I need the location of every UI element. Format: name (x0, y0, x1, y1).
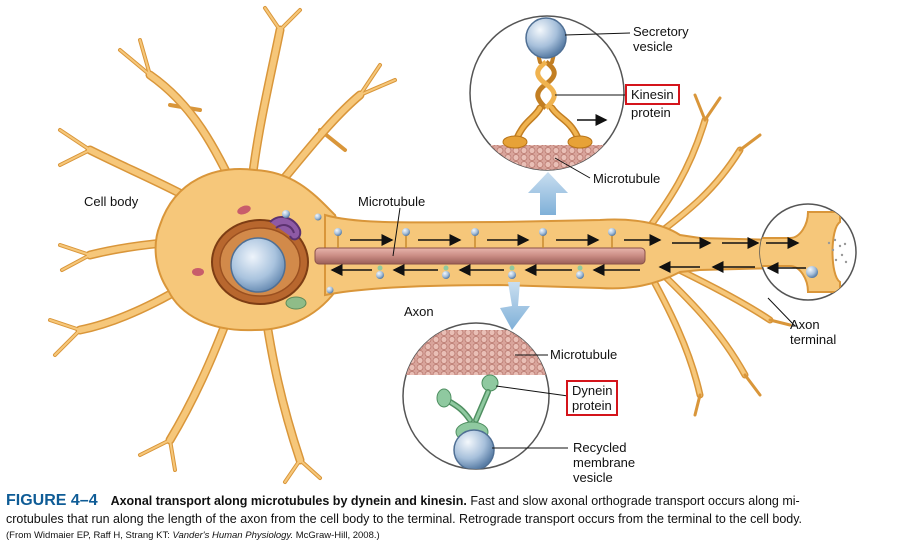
label-axon: Axon (404, 304, 434, 319)
figure-caption: FIGURE 4–4 Axonal transport along microt… (6, 492, 906, 543)
label-axon-terminal: Axon terminal (790, 317, 836, 347)
label-dynein-line1: Dynein (572, 383, 613, 398)
label-recycled-vesicle: Recycled membrane vesicle (573, 440, 635, 485)
dynein-highlight-box: Dynein protein (566, 380, 619, 416)
label-recycled-line3: vesicle (573, 470, 613, 485)
figure-number: FIGURE 4–4 (6, 492, 98, 509)
caption-text-1: Fast and slow axonal orthograde transpor… (470, 494, 800, 508)
caption-line-1: FIGURE 4–4 Axonal transport along microt… (6, 492, 906, 510)
leader-lines (392, 32, 796, 449)
kinesin-zoom (469, 15, 625, 171)
label-dynein-line2: protein (572, 398, 612, 413)
label-kinesin-line2: protein (631, 105, 671, 120)
label-secretory-line1: Secretory (633, 24, 689, 39)
label-axon-terminal-line2: terminal (790, 332, 837, 347)
orthograde-arrows (350, 234, 760, 249)
label-recycled-line1: Recycled (573, 440, 627, 455)
label-microtubule-dynein: Microtubule (550, 347, 618, 362)
zoom-arrow-down (500, 282, 530, 330)
caption-source-book: Vander's Human Physiology. (172, 530, 294, 541)
terminal-zoom (759, 203, 857, 301)
diagram-artwork (48, 6, 857, 484)
caption-text-2: crotubules that run along the length of … (6, 512, 803, 526)
main-microtubule (314, 247, 646, 265)
caption-source-prefix: (From Widmaier EP, Raff H, Strang KT: (6, 530, 173, 541)
label-recycled-line2: membrane (573, 455, 636, 470)
axonal-transport-diagram: Cell body Microtubule Axon Axon terminal… (48, 6, 857, 485)
caption-source: (From Widmaier EP, Raff H, Strang KT: Va… (6, 529, 906, 543)
label-microtubule-kinesin: Microtubule (593, 171, 661, 186)
label-secretory-vesicle: Secretory vesicle (633, 24, 689, 54)
label-cell-body: Cell body (84, 194, 139, 209)
label-microtubule-axon: Microtubule (358, 194, 426, 209)
caption-source-suffix: McGraw-Hill, 2008.) (293, 530, 380, 541)
organelles (192, 205, 334, 310)
label-kinesin-protein: Kinesin protein (625, 84, 680, 120)
caption-title: Axonal transport along microtubules by d… (110, 494, 467, 508)
nucleus (230, 237, 286, 293)
transported-vesicles (334, 228, 616, 279)
zoom-arrow-up (528, 172, 568, 215)
retrograde-arrows (330, 261, 755, 276)
label-secretory-line2: vesicle (633, 39, 673, 54)
dynein-zoom (402, 322, 550, 470)
label-axon-terminal-line1: Axon (790, 317, 820, 332)
kinesin-highlight-box: Kinesin (625, 84, 680, 105)
